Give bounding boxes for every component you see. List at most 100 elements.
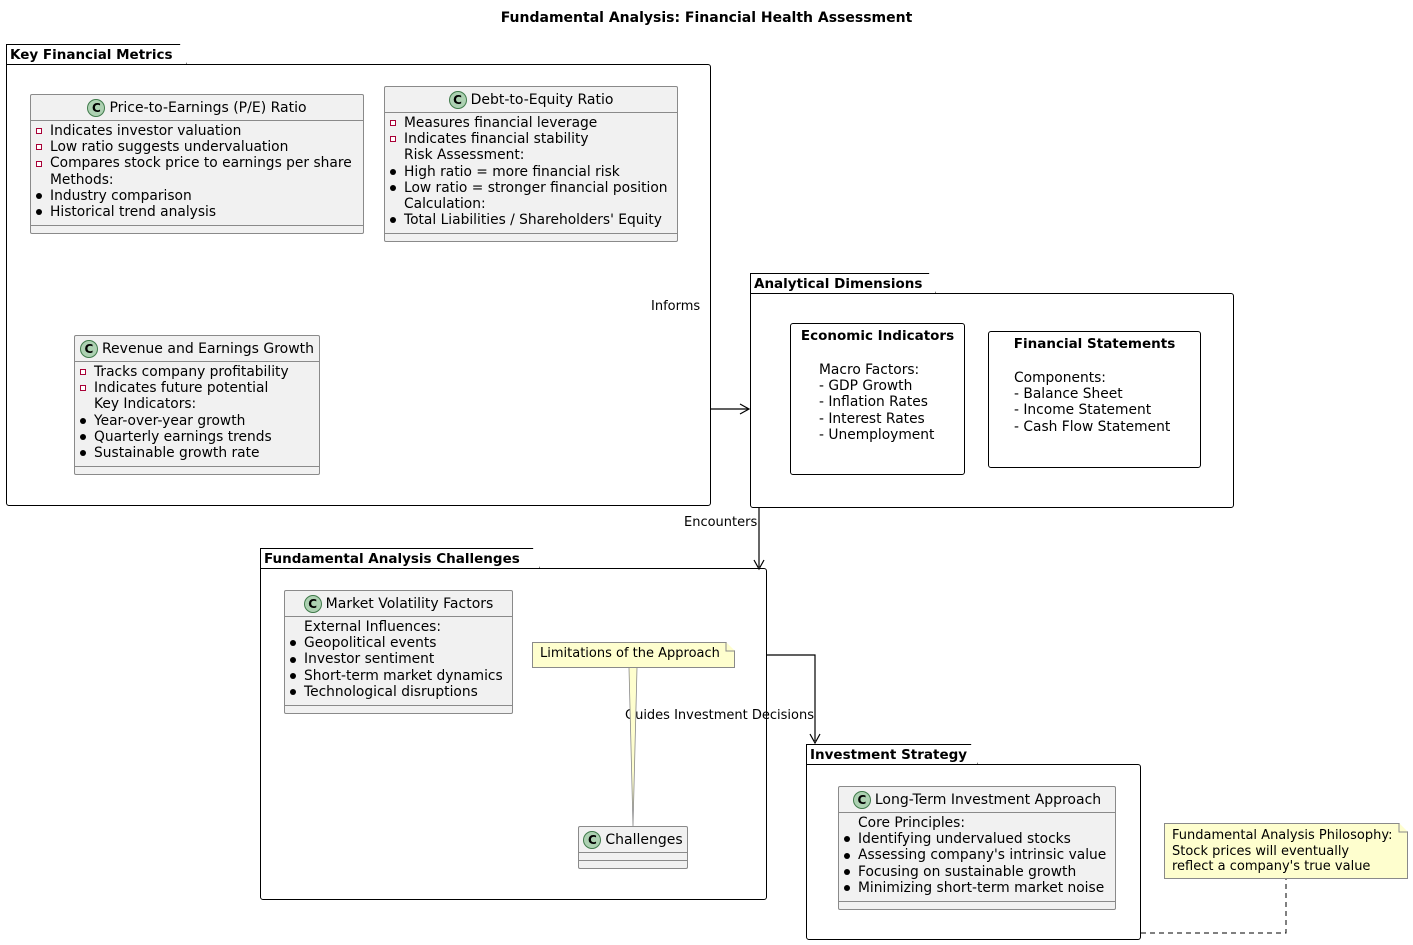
class-name: Price-to-Earnings (P/E) Ratio: [109, 100, 307, 116]
class-member-text: External Influences:: [304, 619, 442, 635]
note-limitations-fold: [725, 642, 735, 652]
class-name: Revenue and Earnings Growth: [101, 341, 315, 357]
class-member: High ratio = more financial risk: [390, 164, 672, 180]
bullet-icon: [290, 672, 304, 679]
class-member-text: Compares stock price to earnings per sha…: [50, 155, 352, 172]
rect-economic-indicators[interactable]: Economic Indicators Macro Factors: - GDP…: [790, 323, 965, 475]
class-member-text: Calculation:: [404, 196, 486, 213]
class-member-text: Geopolitical events: [304, 635, 437, 652]
bullet-icon: [36, 192, 50, 199]
bullet-icon: [36, 209, 50, 216]
bullet-icon: [290, 656, 304, 663]
class-member: Low ratio = stronger financial position: [390, 180, 672, 196]
class-member: Short-term market dynamics: [290, 668, 507, 684]
class-member: Indicates future potential: [80, 380, 314, 396]
class-member-text: Sustainable growth rate: [94, 445, 260, 462]
class-member: Technological disruptions: [290, 684, 507, 700]
class-member: Calculation:: [390, 196, 672, 212]
class-member: Total Liabilities / Shareholders' Equity: [390, 212, 672, 228]
bullet-icon: [390, 184, 404, 191]
class-member-text: Short-term market dynamics: [304, 667, 503, 684]
package-tab: Key Financial Metrics: [6, 44, 187, 65]
class-stereotype-icon: C: [852, 791, 871, 809]
bullet-icon: [80, 417, 94, 424]
class-member-text: Total Liabilities / Shareholders' Equity: [404, 212, 662, 229]
class-member: Historical trend analysis: [36, 204, 358, 220]
private-member-icon: [36, 144, 50, 151]
class-member-text: Tracks company profitability: [94, 364, 289, 380]
bullet-icon: [290, 688, 304, 695]
bullet-icon: [80, 450, 94, 457]
note-philosophy-connector: [1141, 879, 1287, 934]
note-limitations-connector: [628, 667, 638, 827]
class-name: Long-Term Investment Approach: [874, 792, 1102, 808]
rect-text: Components: - Balance Sheet - Income Sta…: [1014, 370, 1171, 435]
class-member-text: Low ratio suggests undervaluation: [50, 139, 289, 156]
class-member-text: Methods:: [50, 171, 114, 188]
class-member-text: Core Principles:: [858, 815, 965, 831]
bullet-icon: [80, 433, 94, 440]
package-tab: Investment Strategy: [806, 744, 978, 765]
class-stereotype-icon: C: [79, 340, 98, 358]
rect-title: Financial Statements: [1013, 336, 1176, 352]
rect-text: Macro Factors: - GDP Growth - Inflation …: [819, 362, 935, 443]
edge-guides: [767, 654, 816, 741]
class-name: Market Volatility Factors: [325, 596, 494, 612]
class-member-text: Investor sentiment: [304, 651, 435, 668]
bullet-icon: [390, 168, 404, 175]
class-member-text: Risk Assessment:: [404, 147, 525, 164]
class-member-text: Industry comparison: [50, 187, 192, 204]
class-members: Core Principles:Identifying undervalued …: [839, 813, 1115, 903]
class-member: Assessing company's intrinsic value: [844, 847, 1110, 863]
edge-label-informs: Informs: [651, 299, 701, 314]
class-member-text: Low ratio = stronger financial position: [404, 179, 668, 196]
class-member: Year-over-year growth: [80, 413, 314, 429]
class-member: Minimizing short-term market noise: [844, 880, 1110, 896]
rect-financial-statements[interactable]: Financial Statements Components: - Balan…: [988, 331, 1201, 468]
bullet-icon: [844, 868, 858, 875]
class-name: Debt-to-Equity Ratio: [470, 92, 614, 108]
class-member-text: Quarterly earnings trends: [94, 428, 272, 445]
class-member: Compares stock price to earnings per sha…: [36, 155, 358, 171]
note-limitations: Limitations of the Approach: [532, 642, 735, 668]
class-member: Quarterly earnings trends: [80, 429, 314, 445]
class-member: Geopolitical events: [290, 635, 507, 651]
bullet-icon: [390, 217, 404, 224]
private-member-icon: [390, 136, 404, 143]
class-member: Industry comparison: [36, 188, 358, 204]
class-stereotype-icon: C: [583, 831, 602, 849]
note-philosophy: Fundamental Analysis Philosophy: Stock p…: [1164, 823, 1408, 879]
edge-label-encounters: Encounters: [684, 515, 758, 530]
class-member: Key Indicators:: [80, 396, 314, 412]
class-member: Measures financial leverage: [390, 115, 672, 131]
class-member: Core Principles:: [844, 815, 1110, 831]
private-member-icon: [390, 120, 404, 127]
edge-guides-arrowhead: [809, 733, 821, 745]
class-members: [579, 853, 687, 861]
class-stereotype-icon: C: [87, 99, 106, 117]
class-member-text: Minimizing short-term market noise: [858, 879, 1105, 896]
edge-encounters-arrowhead: [753, 559, 765, 571]
class-member-text: Identifying undervalued stocks: [858, 831, 1071, 848]
class-member-text: Measures financial leverage: [404, 115, 598, 131]
class-member: Low ratio suggests undervaluation: [36, 139, 358, 155]
class-member-text: Technological disruptions: [304, 683, 478, 700]
private-member-icon: [36, 128, 50, 135]
bullet-icon: [290, 640, 304, 647]
note-philosophy-fold: [1398, 823, 1408, 833]
edge-label-guides: Guides Investment Decisions: [625, 708, 814, 723]
class-member: Identifying undervalued stocks: [844, 831, 1110, 847]
package-tab: Fundamental Analysis Challenges: [260, 548, 540, 569]
class-member-text: Year-over-year growth: [94, 412, 246, 429]
